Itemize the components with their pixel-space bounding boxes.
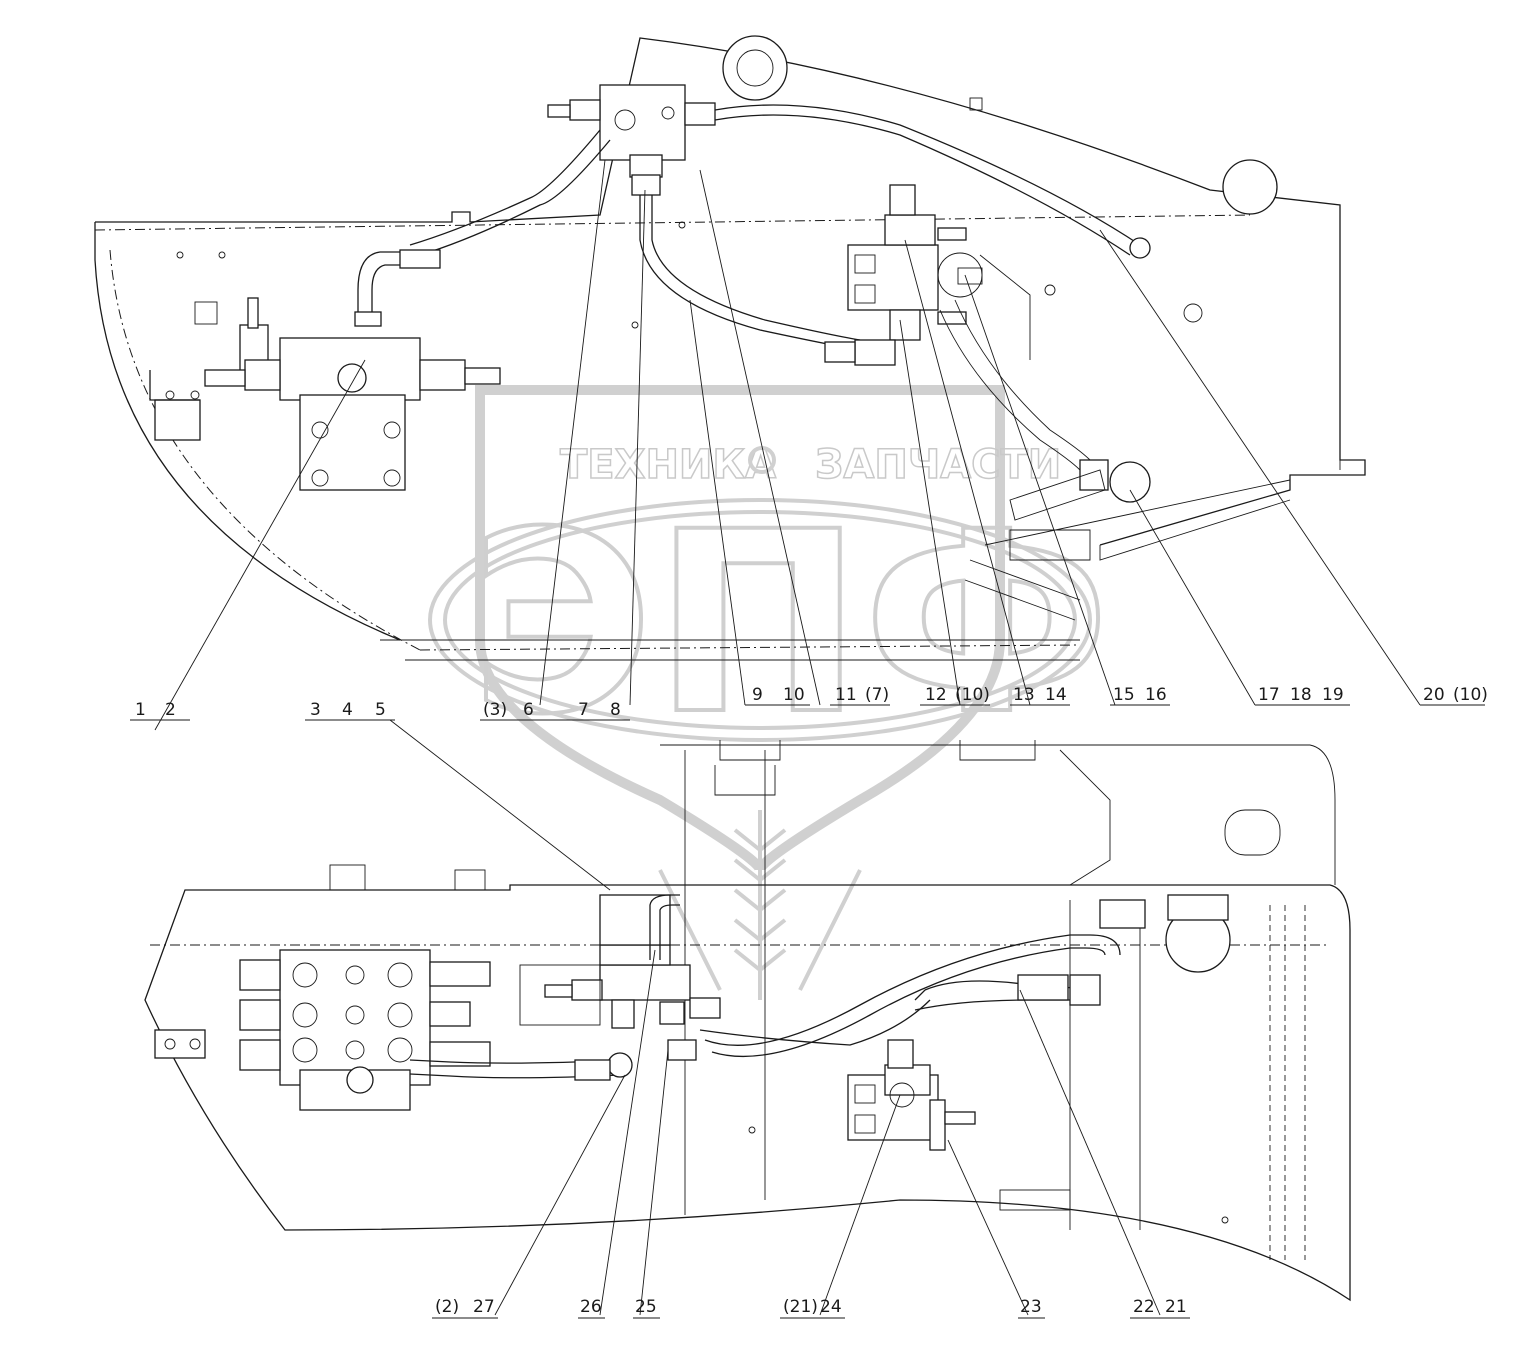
callout-6: 6 bbox=[523, 700, 534, 720]
callout-23: 23 bbox=[1020, 1297, 1042, 1317]
top-round-plate bbox=[1222, 159, 1278, 215]
top-fitting-end bbox=[1129, 237, 1151, 259]
callout-21: 21 bbox=[1165, 1297, 1187, 1317]
callout-19: 19 bbox=[1322, 685, 1344, 705]
callout-17: 17 bbox=[1258, 685, 1280, 705]
bottom-leaders bbox=[389, 719, 1161, 1316]
callout-10: 10 bbox=[783, 685, 805, 705]
callout-4: 4 bbox=[342, 700, 353, 720]
bottom-hose-3 bbox=[699, 999, 931, 1046]
callout-12: 12 bbox=[925, 685, 947, 705]
callout-5: 5 bbox=[375, 700, 386, 720]
callout-1: 1 bbox=[135, 700, 146, 720]
callout-16: 16 bbox=[1145, 685, 1167, 705]
callout-7-ref: (7) bbox=[865, 685, 889, 705]
top-elbow-fitting bbox=[1109, 461, 1151, 503]
callout-2: 2 bbox=[165, 700, 176, 720]
watermark-text-left: ТЕХНИКА bbox=[560, 442, 776, 488]
callout-25: 25 bbox=[635, 1297, 657, 1317]
callout-11: 11 bbox=[835, 685, 857, 705]
watermark-text-right: ЗАПЧАСТИ bbox=[815, 442, 1061, 488]
top-frame-dash bbox=[94, 214, 1251, 651]
callout-21-ref: (21) bbox=[783, 1297, 818, 1317]
callout-18: 18 bbox=[1290, 685, 1312, 705]
callout-13: 13 bbox=[1013, 685, 1035, 705]
watermark-logo: ЭПФ ТЕХНИКА ЗАПЧАСТИ bbox=[428, 385, 1113, 1000]
top-hose-3 bbox=[419, 139, 611, 256]
top-boss-circle bbox=[722, 35, 788, 101]
callout-9: 9 bbox=[752, 685, 763, 705]
callout-labels: 1 2 3 4 5 (3) 6 7 8 9 10 11 (7) 12 (10) … bbox=[130, 685, 1488, 1319]
bottom-hose-1 bbox=[704, 934, 1071, 1046]
callout-27: 27 bbox=[473, 1297, 495, 1317]
top-right-valve bbox=[824, 184, 1291, 621]
callout-8: 8 bbox=[610, 700, 621, 720]
bottom-frame-outline bbox=[144, 884, 1351, 1302]
callout-2-ref: (2) bbox=[435, 1297, 459, 1317]
top-hose-2 bbox=[639, 195, 861, 351]
bottom-right-valve bbox=[847, 1039, 976, 1151]
wheat-icon bbox=[658, 810, 862, 1000]
callout-20: 20 bbox=[1423, 685, 1445, 705]
bottom-elbow-fitting-left bbox=[607, 1052, 633, 1078]
bottom-view bbox=[144, 719, 1351, 1316]
top-hose-1 bbox=[714, 104, 1141, 246]
callout-26: 26 bbox=[580, 1297, 602, 1317]
callout-24: 24 bbox=[820, 1297, 842, 1317]
callout-22: 22 bbox=[1133, 1297, 1155, 1317]
callout-10-ref-b: (10) bbox=[1453, 685, 1488, 705]
callout-3: 3 bbox=[310, 700, 321, 720]
bottom-multi-valve bbox=[154, 949, 491, 1111]
callout-14: 14 bbox=[1045, 685, 1067, 705]
bottom-central-block bbox=[519, 894, 721, 1061]
watermark-logo-letters: ЭПФ bbox=[470, 478, 1111, 769]
top-left-valve bbox=[149, 297, 501, 491]
top-leaders bbox=[154, 159, 1421, 731]
callout-10-ref-a: (10) bbox=[955, 685, 990, 705]
top-view bbox=[94, 35, 1421, 731]
callout-15: 15 bbox=[1113, 685, 1135, 705]
top-distributor-block bbox=[547, 84, 716, 196]
callout-3-ref: (3) bbox=[483, 700, 507, 720]
callout-7: 7 bbox=[578, 700, 589, 720]
